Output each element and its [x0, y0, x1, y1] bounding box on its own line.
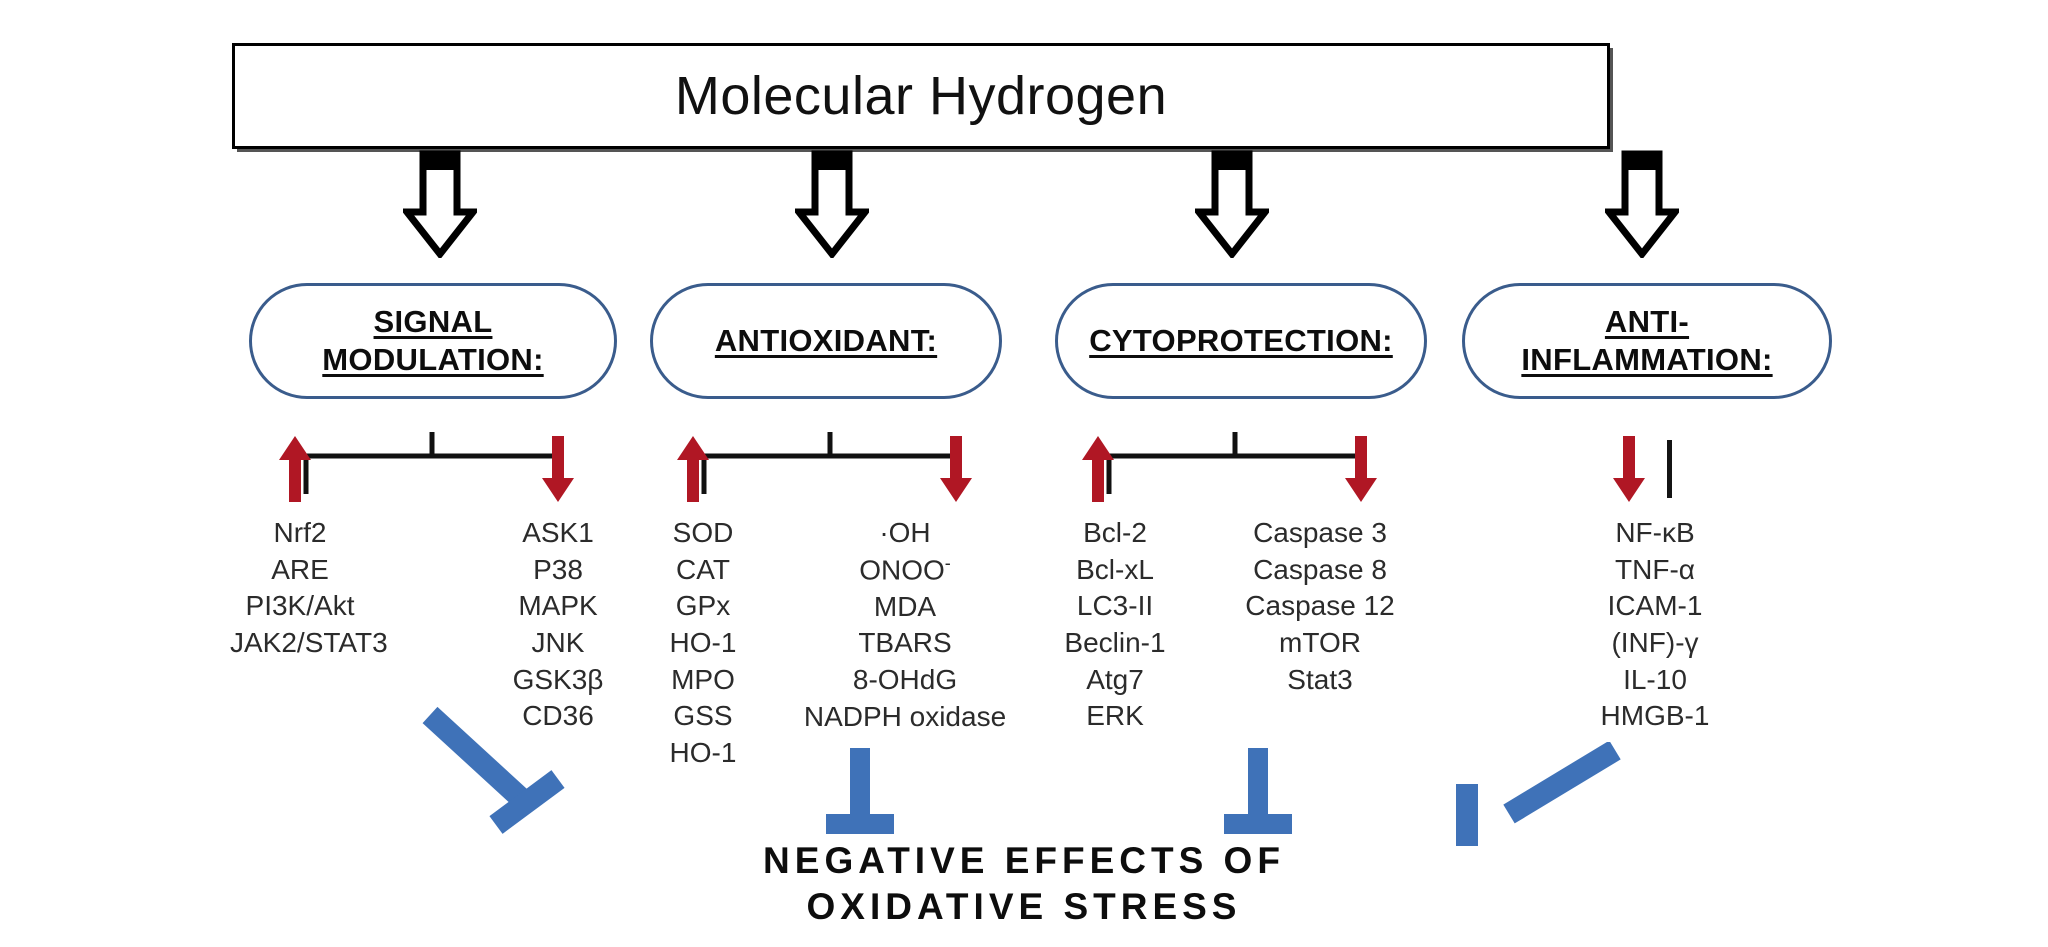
gene-item: NADPH oxidase	[803, 700, 1007, 732]
gene-item: NF-κB	[1615, 517, 1695, 548]
gene-item: ERK	[1086, 700, 1144, 732]
gene-list-cytoprotection-up: Bcl-2 Bcl-xL LC3-II Beclin-1 Atg7 ERK	[1040, 515, 1190, 735]
category-pill-anti-inflammation[interactable]: ANTI-INFLAMMATION:	[1462, 283, 1832, 399]
gene-item: ASK1	[522, 517, 594, 548]
bracket-antioxidant	[700, 432, 960, 498]
bottom-caption: NEGATIVE EFFECTS OF OXIDATIVE STRESS	[0, 838, 2048, 931]
red-arrow-down-antioxidant	[939, 434, 973, 504]
molecular-hydrogen-title-box: Molecular Hydrogen	[232, 43, 1610, 149]
gene-item: (INF)-γ	[1611, 627, 1699, 659]
category-pill-antioxidant[interactable]: ANTIOXIDANT:	[650, 283, 1002, 399]
red-arrow-up-antioxidant	[676, 434, 710, 504]
gene-item: PI3K/Akt	[245, 590, 355, 622]
gene-item: 8-OHdG	[852, 664, 958, 696]
block-arrow-down-2	[795, 150, 869, 258]
gene-item: ·OH	[879, 517, 931, 548]
gene-item: TBARS	[858, 627, 952, 659]
red-arrow-up-signal	[278, 434, 312, 504]
gene-item: HO-1	[669, 627, 737, 659]
gene-item: TNF-α	[1615, 553, 1695, 585]
blue-inhibition-arrow-signal	[418, 705, 568, 835]
red-arrow-down-signal	[541, 434, 575, 504]
gene-item: MPO	[671, 663, 735, 695]
gene-list-signal-up: Nrf2 ARE PI3K/Akt JAK2/STAT3	[230, 515, 388, 662]
gene-item: Bcl-2	[1083, 517, 1147, 548]
blue-inhibition-bar-cytoprotection	[1222, 748, 1294, 836]
category-pill-cytoprotection[interactable]: CYTOPROTECTION:	[1055, 283, 1427, 399]
superscript-charge: -	[944, 552, 951, 573]
gene-item: CD36	[522, 700, 594, 732]
block-arrow-down-1	[403, 150, 477, 258]
gene-item: Caspase 12	[1245, 590, 1395, 622]
red-arrow-up-cytoprotection	[1081, 434, 1115, 504]
gene-item: IL-10	[1623, 663, 1687, 695]
gene-item: mTOR	[1279, 627, 1361, 659]
block-arrow-down-4	[1605, 150, 1679, 258]
gene-item: SOD	[672, 517, 734, 548]
gene-item: Nrf2	[273, 517, 327, 548]
gene-item: MDA	[873, 590, 937, 622]
gene-item: MAPK	[518, 590, 598, 622]
gene-item: GSK3β	[512, 663, 604, 695]
red-arrow-down-cytoprotection	[1344, 434, 1378, 504]
category-label-antioxidant: ANTIOXIDANT:	[714, 323, 938, 359]
gene-item: LC3-II	[1076, 590, 1154, 622]
bracket-signal-modulation	[302, 432, 562, 498]
gene-item: HO-1	[669, 737, 737, 769]
gene-item: Beclin-1	[1064, 627, 1166, 659]
vertical-divider-bar-anti-inflammation	[1667, 440, 1672, 498]
gene-item: GPx	[675, 590, 731, 622]
gene-item: GSS	[673, 700, 733, 732]
gene-item: Stat3	[1287, 663, 1353, 695]
gene-item: CAT	[676, 553, 730, 585]
gene-item: ONOO-	[859, 552, 951, 585]
page-title: Molecular Hydrogen	[674, 66, 1168, 126]
block-arrow-down-3	[1195, 150, 1269, 258]
bottom-caption-line-2: OXIDATIVE STRESS	[806, 886, 1242, 928]
gene-item: Caspase 3	[1253, 517, 1387, 548]
gene-list-antioxidant-up: SOD CAT GPx HO-1 MPO GSS HO-1	[638, 515, 768, 772]
gene-item: JAK2/STAT3	[230, 627, 388, 659]
gene-item: HMGB-1	[1600, 700, 1710, 732]
gene-item: Bcl-xL	[1076, 553, 1154, 585]
bottom-caption-line-1: NEGATIVE EFFECTS OF	[763, 840, 1285, 881]
blue-inhibition-bar-antioxidant	[824, 748, 896, 836]
gene-item: JNK	[531, 627, 585, 659]
gene-list-antioxidant-down: ·OH ONOO- MDA TBARS 8-OHdG NADPH oxidase	[790, 515, 1020, 735]
blue-inhibition-arrow-anti-inflammation	[1455, 742, 1625, 862]
red-arrow-down-anti-inflammation	[1612, 434, 1646, 504]
gene-item: P38	[533, 553, 583, 585]
category-label-anti-inflammation: ANTI-INFLAMMATION:	[1521, 304, 1773, 377]
category-label-cytoprotection: CYTOPROTECTION:	[1089, 323, 1393, 359]
gene-list-anti-inflammation: NF-κB TNF-α ICAM-1 (INF)-γ IL-10 HMGB-1	[1545, 515, 1765, 735]
bracket-cytoprotection	[1105, 432, 1365, 498]
gene-item: ICAM-1	[1607, 590, 1703, 622]
gene-list-signal-down: ASK1 P38 MAPK JNK GSK3β CD36	[488, 515, 628, 735]
gene-item: Caspase 8	[1253, 553, 1387, 585]
gene-item: ARE	[271, 553, 329, 585]
gene-item: Atg7	[1086, 663, 1144, 695]
gene-list-cytoprotection-down: Caspase 3 Caspase 8 Caspase 12 mTOR Stat…	[1215, 515, 1425, 698]
